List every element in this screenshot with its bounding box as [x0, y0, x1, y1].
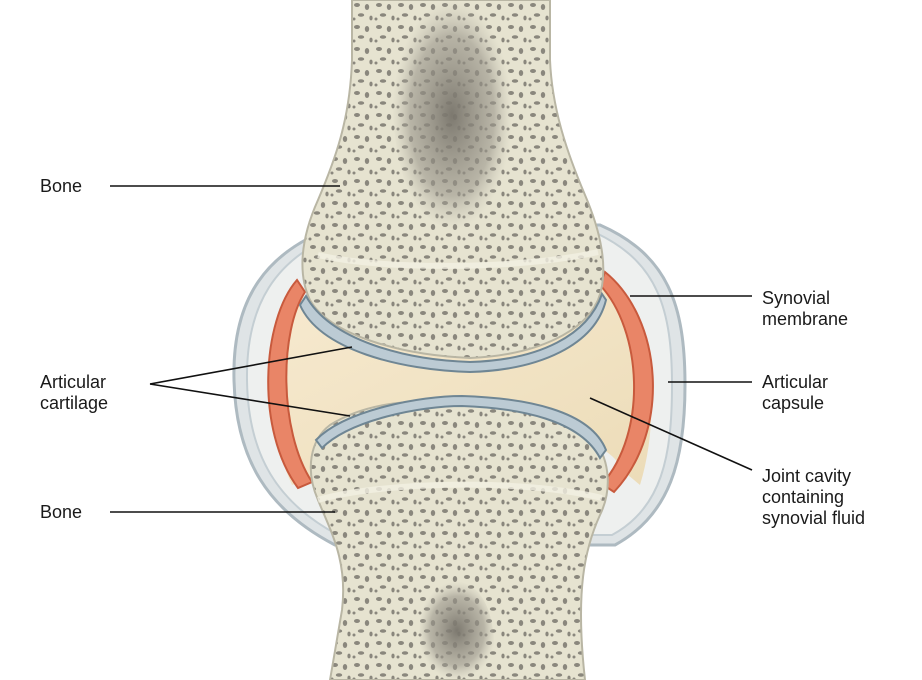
lower-articular-cartilage	[314, 394, 608, 460]
leader-cartilage-upper	[149, 346, 353, 385]
lower-bone	[309, 400, 609, 680]
label-bone-upper: Bone	[40, 176, 83, 196]
label-synovial-membrane-line1: Synovial	[762, 288, 831, 308]
lower-bone-marrow	[418, 581, 496, 680]
label-joint-cavity-line3: synovial fluid	[762, 508, 866, 528]
label-synovial-membrane: Synovial membrane	[762, 288, 848, 330]
label-bone-lower: Bone	[40, 502, 83, 522]
label-articular-cartilage: Articular cartilage	[40, 372, 108, 414]
label-joint-cavity-line1: Joint cavity	[762, 466, 852, 486]
synovial-membrane-left	[267, 278, 314, 490]
upper-bone	[301, 0, 605, 360]
upper-articular-cartilage	[298, 291, 608, 374]
label-articular-capsule-line1: Articular	[762, 372, 829, 392]
label-articular-capsule-line2: capsule	[762, 393, 825, 413]
label-articular-cartilage-line1: Articular	[40, 372, 107, 392]
label-joint-cavity-line2: containing	[762, 487, 845, 507]
leader-joint-cavity	[589, 397, 753, 471]
leader-lines	[110, 185, 753, 513]
upper-bone-marrow	[392, 0, 512, 230]
label-articular-cartilage-line2: cartilage	[40, 393, 109, 413]
label-joint-cavity: Joint cavity containing synovial fluid	[762, 466, 865, 529]
leader-cartilage-lower	[149, 383, 351, 417]
label-synovial-membrane-line2: membrane	[762, 309, 849, 329]
label-articular-capsule: Articular capsule	[762, 372, 828, 414]
